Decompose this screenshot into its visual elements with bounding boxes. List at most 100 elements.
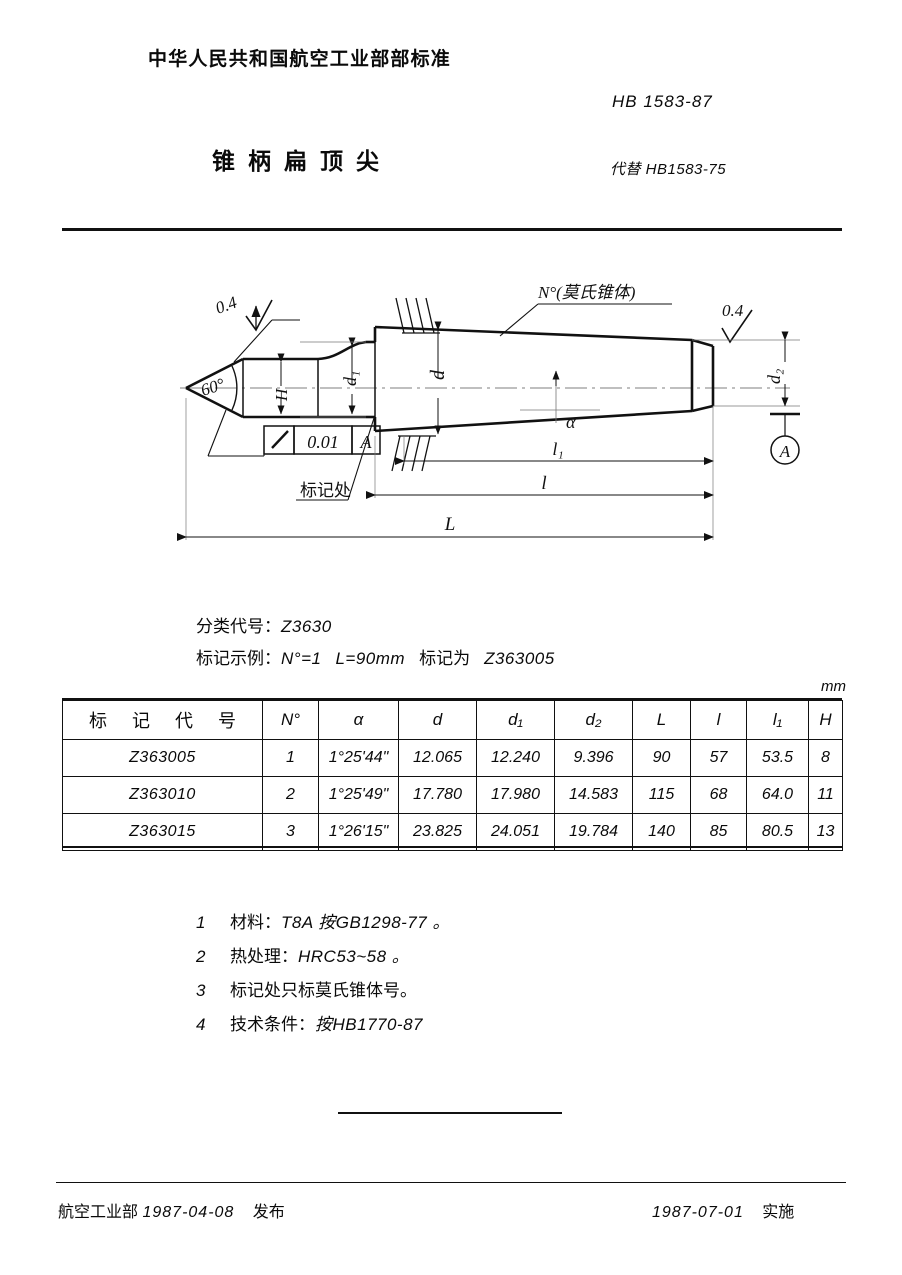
footer-effective-date: 1987-07-01	[652, 1204, 744, 1221]
table-row: Z363010 2 1°25'49" 17.780 17.980 14.583 …	[62, 776, 843, 814]
col-header-L: L	[632, 700, 691, 740]
marking-example-length: L=90mm	[335, 649, 406, 668]
dimension-label-alpha: α	[566, 412, 576, 432]
col-header-no: N°	[262, 700, 319, 740]
classification-value: Z3630	[281, 617, 332, 636]
table-top-rule	[62, 698, 842, 700]
cell-no: 1	[262, 739, 319, 777]
dimension-label-l1: l₁	[552, 439, 563, 459]
dimension-label-l: l	[541, 473, 546, 494]
note-text: 热处理：HRC53~58 。	[230, 942, 409, 967]
col-header-d: d	[398, 700, 477, 740]
note-text: 技术条件：按HB1770-87	[230, 1010, 423, 1035]
cell-H: 13	[808, 813, 843, 851]
note-value: HRC53~58 。	[298, 947, 410, 966]
replaces-standard: 代替 HB1583-75	[610, 161, 727, 178]
cell-d: 17.780	[398, 776, 477, 814]
page-title: 锥柄扁顶尖	[212, 148, 392, 174]
cell-d2: 19.784	[554, 813, 633, 851]
specification-table: 标 记 代 号 N° α d d₁ d₂ L l l₁ H Z363005 1 …	[62, 700, 843, 851]
col-header-d1: d₁	[476, 700, 555, 740]
col-header-code: 标 记 代 号	[62, 700, 263, 740]
tolerance-value: 0.01	[307, 432, 339, 452]
footer-effective: 1987-07-01 实施	[652, 1198, 794, 1222]
marking-example-markas: 标记为	[419, 649, 471, 668]
cell-alpha: 1°25'49"	[318, 776, 399, 814]
datum-hatching-upper	[395, 297, 440, 334]
note-item: 1 材料：T8A 按GB1298-77 。	[196, 908, 450, 933]
footer-issue: 航空工业部 1987-04-08 发布	[58, 1198, 285, 1222]
dimension-label-d: d	[427, 369, 449, 380]
dimension-d: d	[427, 321, 449, 435]
issuing-organization: 中华人民共和国航空工业部部标准	[148, 49, 452, 70]
cell-l: 57	[690, 739, 747, 777]
dimension-label-H: H	[272, 387, 291, 402]
marking-example-label: 标记示例：	[196, 649, 281, 668]
dimension-l1: l₁	[395, 406, 714, 465]
part-outline	[185, 325, 715, 433]
table-row: Z363015 3 1°26'15" 23.825 24.051 19.784 …	[62, 813, 843, 851]
col-header-l: l	[690, 700, 747, 740]
header-divider	[62, 228, 842, 231]
col-header-alpha: α	[318, 700, 399, 740]
marking-example-morse: N°=1	[281, 649, 322, 668]
section-lines	[242, 327, 376, 431]
dimension-alpha: α	[520, 370, 600, 432]
cell-l: 85	[690, 813, 747, 851]
col-header-H: H	[808, 700, 843, 740]
note-value: 按HB1770-87	[315, 1015, 424, 1034]
marking-example-code: Z363005	[484, 649, 555, 668]
col-header-l1: l₁	[746, 700, 809, 740]
footer-issuer: 航空工业部	[58, 1204, 139, 1221]
note-value: T8A 按GB1298-77 。	[281, 913, 450, 932]
table-row: Z363005 1 1°25'44" 12.065 12.240 9.396 9…	[62, 739, 843, 777]
note-number: 2	[196, 947, 206, 966]
cell-d1: 12.240	[476, 739, 555, 777]
notes-list: 1 材料：T8A 按GB1298-77 。 2 热处理：HRC53~58 。 3…	[196, 908, 450, 1044]
cell-d: 23.825	[398, 813, 477, 851]
marking-location-label: 标记处	[300, 481, 351, 500]
note-item: 4 技术条件：按HB1770-87	[196, 1010, 450, 1035]
cell-code: Z363005	[62, 739, 263, 777]
footer-issue-date: 1987-04-08	[142, 1204, 235, 1221]
dimension-d1: d₁	[300, 337, 366, 418]
cell-d1: 17.980	[476, 776, 555, 814]
cell-code: Z363015	[62, 813, 263, 851]
footer-divider	[56, 1182, 846, 1183]
note-label: 材料：	[230, 913, 281, 932]
cell-d1: 24.051	[476, 813, 555, 851]
table-bottom-rule	[62, 846, 842, 848]
footer-effective-label: 实施	[762, 1204, 795, 1221]
cell-d: 12.065	[398, 739, 477, 777]
technical-drawing: 60° 0.4 H	[0, 258, 902, 578]
note-text: 标记处只标莫氏锥体号。	[230, 976, 417, 1001]
section-separator	[338, 1112, 562, 1114]
dimension-label-d1: d₁	[340, 371, 360, 386]
note-item: 2 热处理：HRC53~58 。	[196, 942, 450, 967]
note-text: 材料：T8A 按GB1298-77 。	[230, 908, 450, 933]
cell-l: 68	[690, 776, 747, 814]
marking-location-note: 标记处	[296, 417, 375, 501]
note-label: 热处理：	[230, 947, 298, 966]
note-label: 标记处只标莫氏锥体号。	[230, 981, 417, 1000]
dimension-l: l	[366, 436, 714, 499]
datum-hatching-lower	[391, 435, 436, 472]
footer-issue-label: 发布	[252, 1204, 285, 1221]
tolerance-frame: 0.01 A	[207, 409, 381, 457]
note-item: 3 标记处只标莫氏锥体号。	[196, 976, 450, 1001]
cell-L: 115	[632, 776, 691, 814]
table-unit-label: mm	[821, 678, 846, 695]
cell-no: 3	[262, 813, 319, 851]
dimension-d2: d₂	[692, 331, 800, 407]
standard-code: HB 1583-87	[612, 92, 713, 111]
note-number: 1	[196, 913, 206, 932]
cell-l1: 53.5	[746, 739, 809, 777]
roughness-symbol-shank: 0.4	[721, 301, 753, 344]
cell-code: Z363010	[62, 776, 263, 814]
datum-A: A	[770, 412, 800, 465]
marking-example: 标记示例：N°=1 L=90mm 标记为 Z363005	[196, 644, 555, 669]
morse-taper-label: N°(莫氏锥体)	[537, 283, 636, 302]
cell-H: 11	[808, 776, 843, 814]
runout-icon	[271, 430, 289, 449]
